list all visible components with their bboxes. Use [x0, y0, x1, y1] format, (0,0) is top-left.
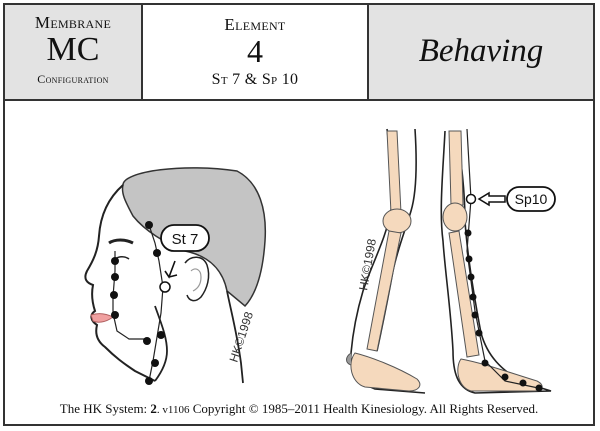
lips [90, 313, 114, 323]
title-cell: Behaving [369, 5, 593, 99]
leg-meridian-points [464, 229, 543, 392]
back-tibia [366, 230, 402, 352]
back-knee [382, 208, 412, 234]
jaw-line [154, 305, 168, 382]
ear [184, 256, 210, 302]
eyebrow [108, 238, 134, 245]
back-femur [386, 130, 402, 214]
neck-line [226, 290, 244, 384]
head-watermark: HK©1998 [227, 310, 257, 364]
meridian-points [110, 221, 165, 385]
sp10-label-box [506, 186, 556, 212]
st7-point [159, 281, 171, 293]
leg-watermark: HK©1998 [356, 237, 379, 291]
acupoint-illustration: St 7 HK©1998 HK©1998 [84, 128, 556, 394]
footer-copyright: Copyright © 1985–2011 Health Kinesiology… [189, 401, 539, 416]
st7-label-box [160, 224, 210, 252]
footer-system: The HK System: [59, 401, 151, 416]
back-foot-bones [350, 352, 421, 392]
membrane-sub: Configuration [37, 72, 109, 86]
head-figure: St 7 HK©1998 [84, 167, 267, 385]
sp10-arrow [477, 191, 506, 207]
st7-label: St 7 [172, 231, 199, 248]
footer-system-num: 2 [150, 401, 157, 416]
face-outline [84, 184, 156, 382]
element-number: 4 [247, 33, 263, 69]
element-label: Element [224, 15, 286, 34]
element-points: St 7 & Sp 10 [211, 71, 299, 88]
st7-arrow [164, 260, 178, 279]
sp10-point [465, 193, 477, 205]
membrane-label: Membrane [34, 13, 112, 32]
face-meridian [112, 251, 147, 340]
front-knee [442, 202, 468, 232]
copyright-footer: The HK System: 2. v1106 Copyright © 1985… [5, 401, 593, 417]
page-title: Behaving [418, 33, 544, 69]
leg-figure: HK©1998 [346, 128, 556, 394]
ear-inner [190, 268, 202, 292]
sp10-label: Sp10 [515, 191, 548, 207]
card-header: Membrane MC Configuration Element 4 St 7… [5, 5, 593, 101]
membrane-code: MC [46, 31, 100, 68]
stomach-meridian [148, 224, 164, 382]
membrane-cell: Membrane MC Configuration [5, 5, 143, 99]
back-heel [346, 352, 352, 366]
element-cell: Element 4 St 7 & Sp 10 [143, 5, 369, 99]
footer-version: . v1106 [156, 404, 190, 416]
front-femur [448, 130, 464, 206]
info-card: Membrane MC Configuration Element 4 St 7… [3, 3, 595, 426]
